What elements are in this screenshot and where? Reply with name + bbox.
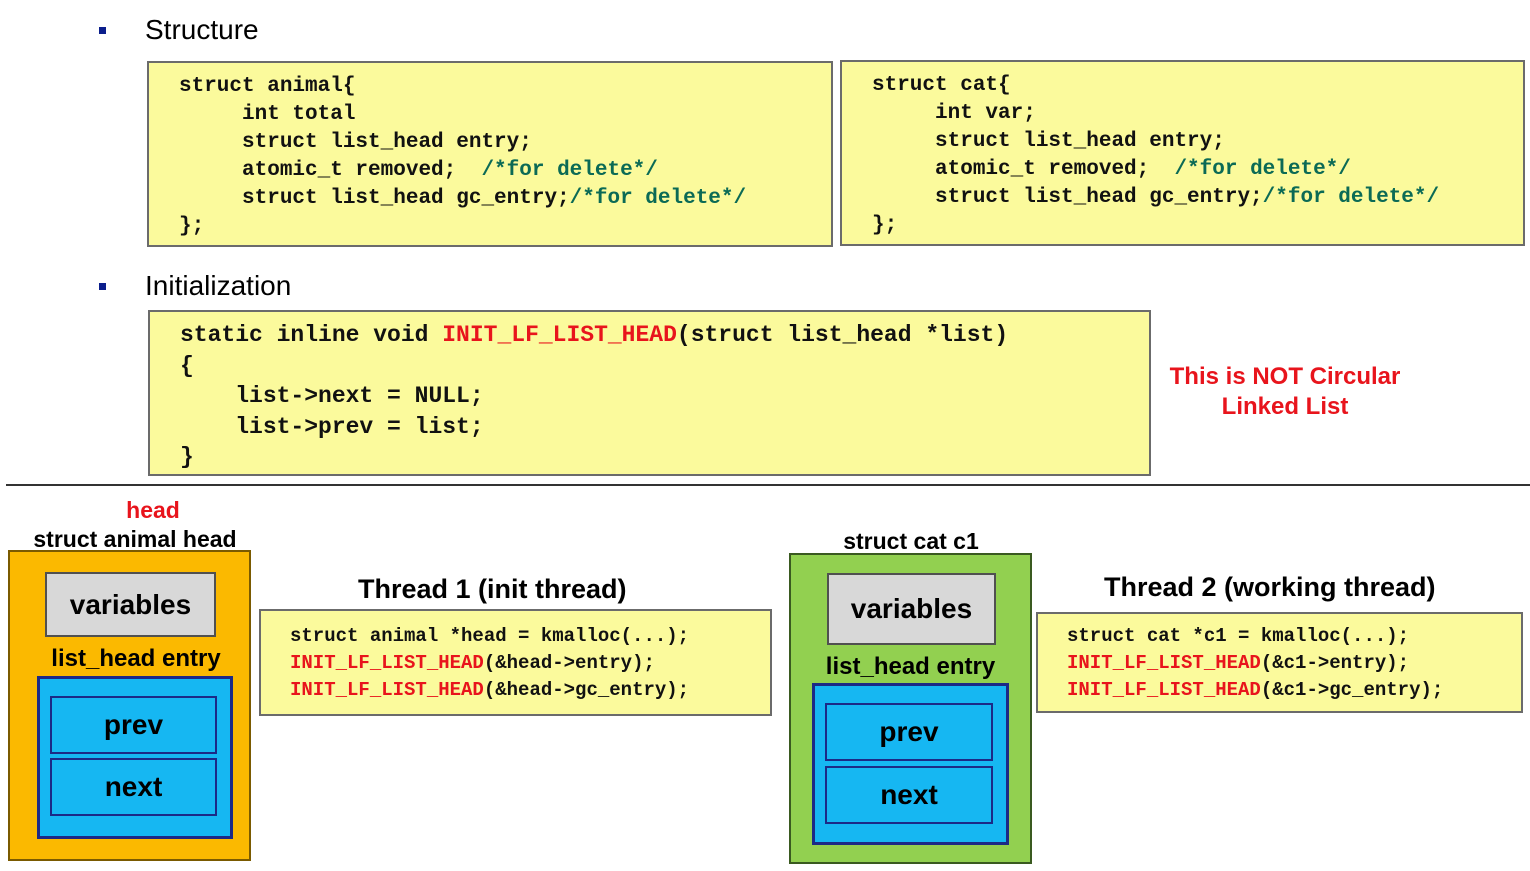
struct-cat-code: struct cat{ int var; struct list_head en… (872, 72, 1439, 240)
code-line: struct animal{ (179, 75, 356, 98)
thread2-title: Thread 2 (working thread) (1104, 572, 1436, 602)
code-line: }; (872, 214, 898, 237)
bullet-icon (99, 27, 106, 34)
code-text: (&head->entry); (483, 652, 655, 674)
code-text: struct animal *head = kmalloc(...); (290, 625, 690, 647)
next-field: next (50, 758, 217, 816)
code-line: }; (179, 215, 205, 238)
note-line: This is NOT Circular (1169, 363, 1401, 390)
code-text: } (180, 444, 194, 470)
code-comment: /*for delete*/ (481, 159, 658, 182)
list-head-entry-label: list_head entry (51, 645, 221, 672)
code-line: atomic_t removed; (179, 159, 482, 182)
structure-heading: Structure (145, 14, 259, 45)
function-name: INIT_LF_LIST_HEAD (290, 679, 484, 701)
code-line: atomic_t removed; (872, 158, 1175, 181)
struct-animal-box: variables list_head entry prev next (8, 550, 251, 861)
initialization-heading: Initialization (145, 270, 292, 301)
head-label: head (126, 497, 180, 523)
code-line: int var; (872, 102, 1036, 125)
code-line: struct list_head gc_entry; (872, 186, 1263, 209)
code-line: struct list_head entry; (179, 131, 532, 154)
code-line: struct cat{ (872, 74, 1011, 97)
code-comment: /*for delete*/ (569, 187, 747, 210)
not-circular-note: This is NOT Circular Linked List (1160, 362, 1410, 422)
thread2-code-box: struct cat *c1 = kmalloc(...); INIT_LF_L… (1036, 612, 1523, 713)
code-text: list->next = NULL; (180, 383, 484, 409)
code-line: struct list_head entry; (872, 130, 1225, 153)
struct-animal-code: struct animal{ int total struct list_hea… (179, 73, 746, 241)
prev-field: prev (825, 703, 993, 761)
thread1-code: struct animal *head = kmalloc(...); INIT… (290, 623, 689, 704)
list-head-entry-box: prev next (37, 676, 233, 839)
code-text: (&c1->gc_entry); (1260, 679, 1444, 701)
code-text: (&head->gc_entry); (483, 679, 690, 701)
thread1-code-box: struct animal *head = kmalloc(...); INIT… (259, 609, 772, 716)
init-function-code: static inline void INIT_LF_LIST_HEAD(str… (180, 320, 1008, 473)
struct-cat-box: variables list_head entry prev next (789, 553, 1032, 864)
code-text: { (180, 352, 194, 379)
function-name: INIT_LF_LIST_HEAD (1067, 652, 1261, 674)
section-divider (6, 484, 1530, 486)
code-text: static inline void (180, 322, 443, 348)
code-comment: /*for delete*/ (1174, 158, 1351, 181)
list-head-entry-box: prev next (812, 683, 1009, 845)
prev-field: prev (50, 696, 217, 754)
function-name: INIT_LF_LIST_HEAD (1067, 679, 1261, 701)
function-name: INIT_LF_LIST_HEAD (442, 322, 677, 348)
code-text: (&c1->entry); (1260, 652, 1410, 674)
thread2-code: struct cat *c1 = kmalloc(...); INIT_LF_L… (1067, 623, 1443, 704)
code-text: (struct list_head *list) (676, 322, 1009, 348)
struct-animal-code-box: struct animal{ int total struct list_hea… (147, 61, 833, 247)
thread1-title: Thread 1 (init thread) (358, 574, 627, 604)
function-name: INIT_LF_LIST_HEAD (290, 652, 484, 674)
struct-animal-head-label: struct animal head (33, 526, 237, 552)
init-function-code-box: static inline void INIT_LF_LIST_HEAD(str… (148, 310, 1151, 476)
struct-cat-c1-label: struct cat c1 (843, 528, 979, 554)
struct-cat-code-box: struct cat{ int var; struct list_head en… (840, 60, 1525, 246)
variables-box: variables (45, 572, 216, 637)
code-comment: /*for delete*/ (1262, 186, 1440, 209)
code-text: list->prev = list; (180, 413, 484, 440)
bullet-icon (99, 283, 106, 290)
code-line: int total (179, 103, 356, 126)
code-text: struct cat *c1 = kmalloc(...); (1067, 625, 1410, 647)
note-line: Linked List (1221, 393, 1349, 420)
code-line: struct list_head gc_entry; (179, 187, 570, 210)
next-field: next (825, 766, 993, 824)
variables-box: variables (827, 573, 996, 645)
list-head-entry-label: list_head entry (825, 653, 996, 680)
